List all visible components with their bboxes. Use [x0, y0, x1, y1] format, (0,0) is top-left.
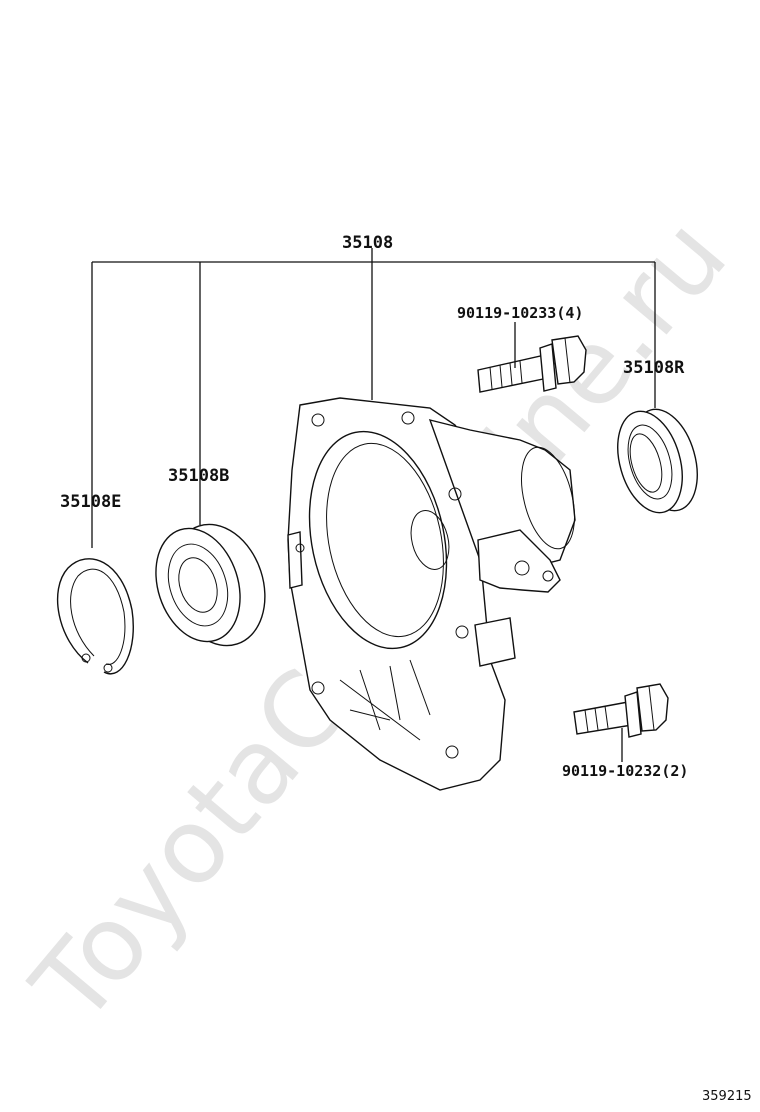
- assembly-bracket: [91, 248, 656, 548]
- bolt-lower[interactable]: [573, 683, 669, 738]
- bolt-upper[interactable]: [477, 335, 587, 393]
- label-assembly: 35108: [342, 233, 393, 253]
- label-bearing: 35108B: [168, 466, 229, 486]
- label-bolt-upper: 90119-10233(4): [457, 304, 583, 322]
- label-oil-seal: 35108R: [623, 358, 685, 378]
- figure-code: 359215: [702, 1089, 752, 1104]
- label-snap-ring: 35108E: [60, 492, 121, 512]
- snap-ring[interactable]: [56, 558, 134, 675]
- label-bolt-lower: 90119-10232(2): [562, 762, 688, 780]
- ball-bearing[interactable]: [142, 512, 280, 658]
- housing[interactable]: [287, 397, 584, 791]
- oil-seal[interactable]: [607, 402, 708, 521]
